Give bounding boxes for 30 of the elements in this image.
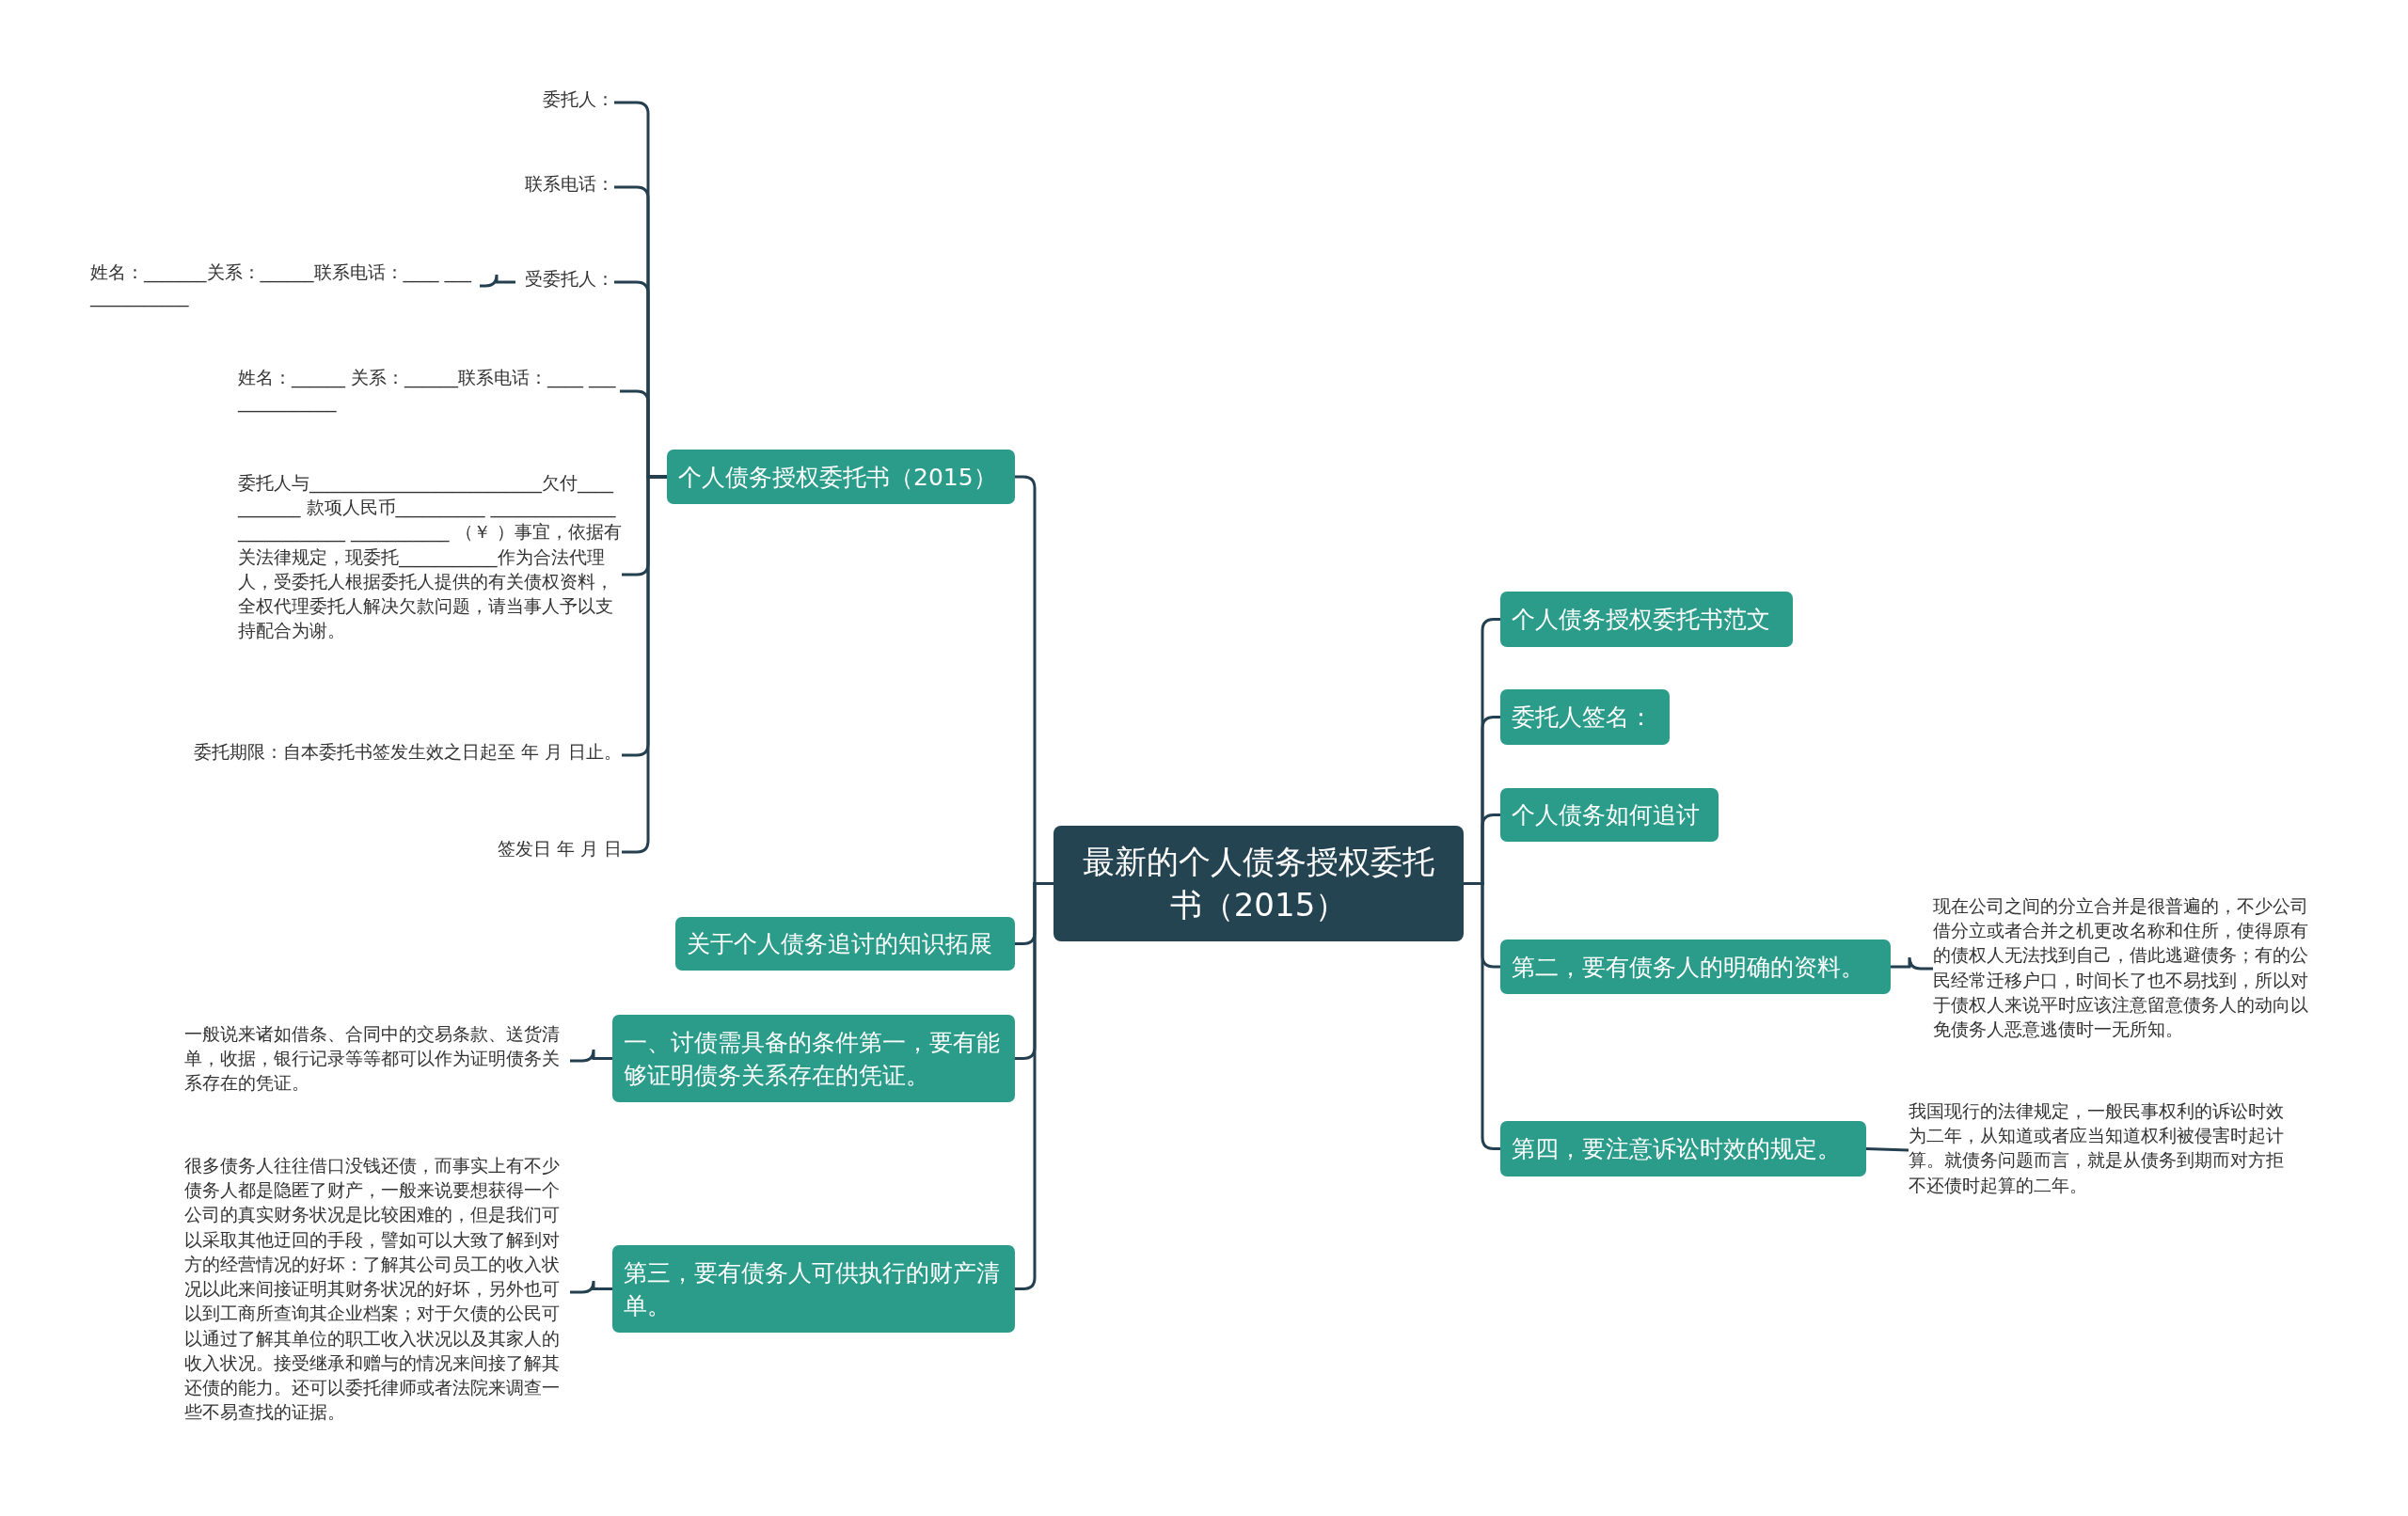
topic-box: 第三，要有债务人可供执行的财产清单。: [612, 1245, 1015, 1333]
note-text: 联系电话：: [515, 171, 614, 203]
topic-box: 第四，要注意诉讼时效的规定。: [1500, 1121, 1866, 1176]
topic-box: 委托人签名：: [1500, 689, 1670, 745]
topic-box: 个人债务如何追讨: [1500, 788, 1719, 842]
note-text: 委托人：: [515, 87, 614, 118]
note-text: 现在公司之间的分立合并是很普遍的，不少公司借分立或者合并之机更改名称和住所，使得原有的债权人无法找到自己，借此逃避债务；有的公民经常迁移户口，时间长了也不易找到，所以对于债权人来说平时应该注意留意债务人的动向以免债务人恶意逃债时一无所知。: [1933, 893, 2323, 1044]
topic-box: 关于个人债务追讨的知识拓展: [675, 917, 1015, 971]
connector-line: [1464, 882, 1500, 1150]
connector-line: [622, 475, 667, 854]
note-text: 一般说来诸如借条、合同中的交易条款、送货清单，收据，银行记录等等都可以作为证明债务关系存在的凭证。: [184, 1021, 570, 1100]
topic-box: 个人债务授权委托书范文: [1500, 592, 1793, 647]
connector-line: [1865, 1147, 1909, 1152]
connector-line: [570, 1279, 612, 1294]
topic-box: 个人债务授权委托书（2015）: [667, 450, 1015, 504]
topic-box: 一、讨债需具备的条件第一，要有能够证明债务关系存在的凭证。: [612, 1015, 1015, 1102]
note-text: 很多债务人往往借口没钱还债，而事实上有不少债务人都是隐匿了财产，一般来说要想获得一个公司的真实财务状况是比较困难的，但是我们可以采取其他迂回的手段，譬如可以大致了解到对方的经营情况的好坏：了解其公司员工的收入状况以此来间接证明其财务状况的好坏，另外也可以到工商所查询其企业档案；对于欠债的公民可以通过了解其单位的职工收入状况以及其家人的收入状况。接受继承和赠与的情况来间接了解其还债的能力。还可以委托律师或者法院来调查一些不易查找的证据。: [184, 1153, 570, 1431]
note-text: 受委托人：: [515, 266, 614, 298]
connector-line: [1015, 882, 1054, 1290]
connector-line: [480, 273, 515, 288]
note-text: 姓名：_______关系：______联系电话：____ ______________: [90, 260, 480, 312]
note-text: 签发日 年 月 日: [470, 836, 622, 868]
central-topic: 最新的个人债务授权委托书（2015）: [1054, 826, 1464, 941]
note-text: 委托期限：自本委托书签发生效之日起至 年 月 日止。: [123, 739, 622, 771]
note-text: 委托人与__________________________欠付___________ 款项人民币__________ __________________________ ___________ （￥ ）事宜，依据有关法律规定，现委托___________作为合法代理人，受委托人根据委托人提供的有关债权资料，全权代理委托人解决欠款问题，请当事人予以支持配合为谢。: [238, 470, 622, 679]
topic-box: 第二，要有债务人的明确的资料。: [1500, 940, 1891, 994]
connector-line: [1891, 955, 1933, 971]
note-text: 我国现行的法律规定，一般民事权利的诉讼时效为二年，从知道或者应当知道权利被侵害时起计算。就债务问题而言，就是从债务到期而对方拒不还债时起算的二年。: [1909, 1098, 2299, 1202]
note-text: 姓名：______ 关系：______联系电话：____ ______________: [238, 365, 620, 418]
connector-line: [570, 1048, 612, 1063]
